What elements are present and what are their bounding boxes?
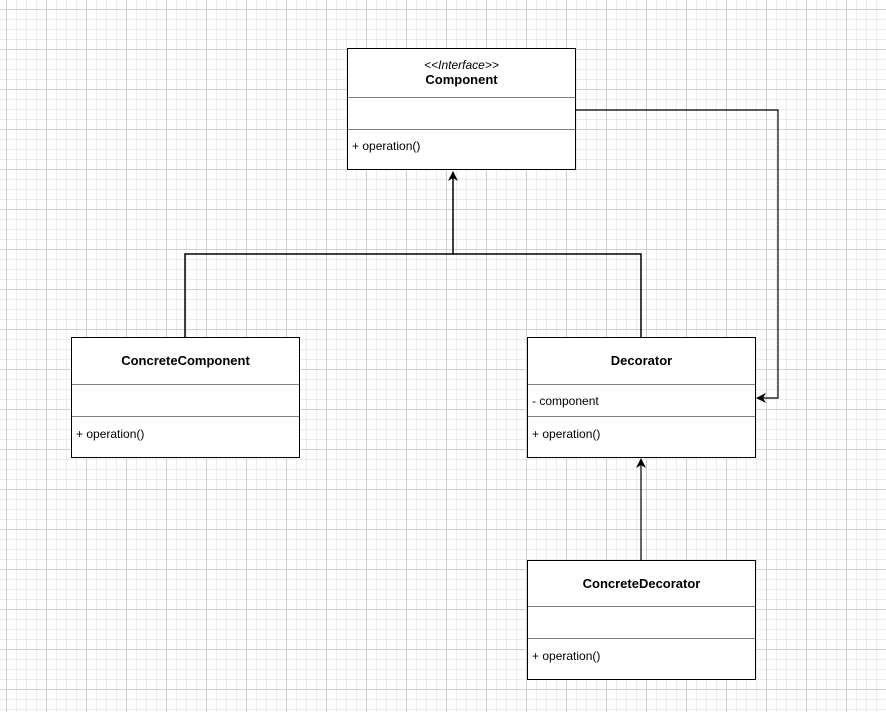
class-concrete-decorator-header: ConcreteDecorator — [528, 561, 755, 606]
class-decorator[interactable]: Decorator - component + operation() — [527, 337, 756, 458]
connector-component-to-decorator[interactable] — [576, 109, 779, 403]
class-concrete-component-method: + operation() — [76, 426, 145, 441]
class-concrete-decorator-method: + operation() — [532, 648, 601, 663]
connector-concretecomponent-to-component[interactable] — [184, 171, 458, 337]
class-decorator-attributes: - component — [528, 384, 755, 416]
class-component-method: + operation() — [352, 138, 421, 153]
class-concrete-decorator-methods: + operation() — [528, 638, 755, 672]
class-concrete-decorator-attributes — [528, 606, 755, 638]
class-component-methods: + operation() — [348, 129, 575, 161]
class-concrete-decorator-name: ConcreteDecorator — [582, 575, 701, 591]
class-decorator-name: Decorator — [610, 353, 673, 368]
class-component-attributes — [348, 97, 575, 129]
class-concrete-component[interactable]: ConcreteComponent + operation() — [71, 337, 300, 458]
class-concrete-component-attributes — [72, 384, 299, 416]
class-concrete-component-methods: + operation() — [72, 416, 299, 450]
class-decorator-methods: + operation() — [528, 416, 755, 450]
class-decorator-header: Decorator — [528, 338, 755, 384]
class-component-stereotype: <<Interface>> — [424, 58, 499, 72]
class-concrete-component-header: ConcreteComponent — [72, 338, 299, 384]
class-decorator-method: + operation() — [532, 426, 601, 441]
class-concrete-decorator[interactable]: ConcreteDecorator + operation() — [527, 560, 756, 680]
class-concrete-component-name: ConcreteComponent — [121, 353, 250, 368]
class-component-header: <<Interface>> Component — [348, 49, 575, 97]
class-decorator-attribute: - component — [532, 393, 599, 408]
class-component-name: Component — [425, 72, 498, 87]
connector-decorator-to-component[interactable] — [453, 253, 642, 337]
class-component[interactable]: <<Interface>> Component + operation() — [347, 48, 576, 170]
